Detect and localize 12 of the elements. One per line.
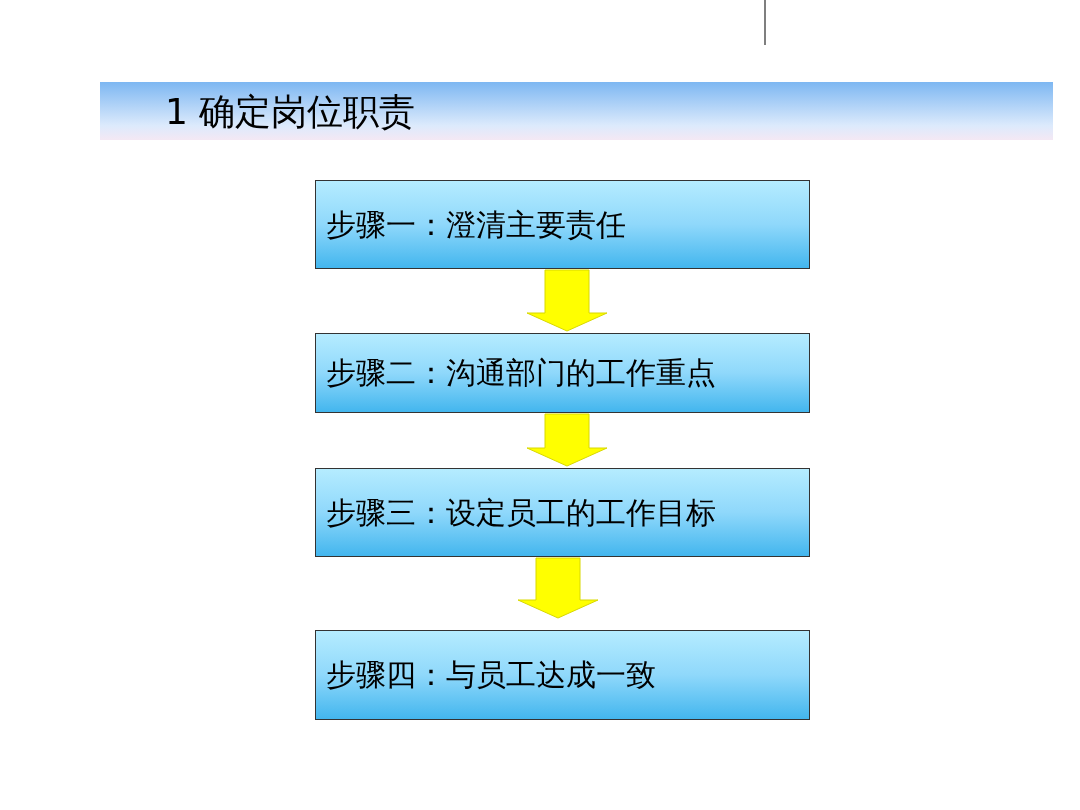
step-label: 步骤三：设定员工的工作目标 [326, 494, 716, 531]
block-arrow [517, 557, 599, 619]
step-label: 步骤四：与员工达成一致 [326, 657, 656, 693]
step-box [315, 630, 810, 720]
step-box [315, 468, 810, 557]
step-box [315, 180, 810, 269]
step-label: 步骤一：澄清主要责任 [326, 206, 626, 243]
step-label: 步骤二：沟通部门的工作重点 [326, 355, 716, 391]
block-arrow [526, 413, 608, 467]
title: 1 确定岗位职责 [165, 92, 416, 132]
step-box [315, 333, 810, 413]
block-arrow [526, 269, 608, 332]
